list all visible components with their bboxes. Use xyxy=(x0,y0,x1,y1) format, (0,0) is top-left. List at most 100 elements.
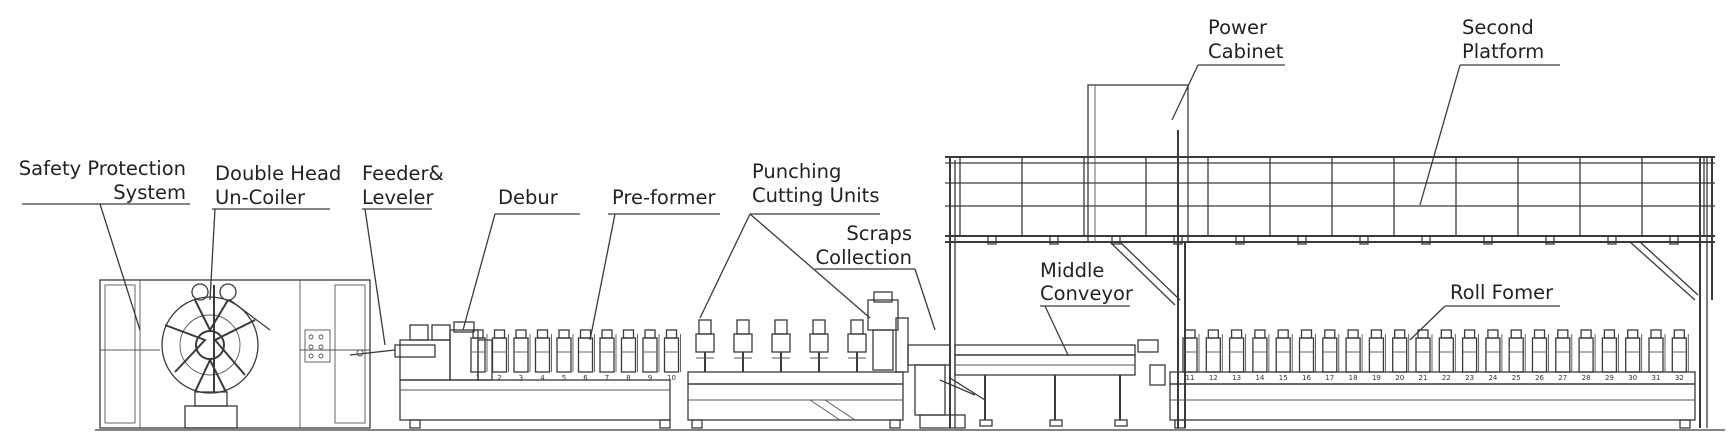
roll-stand-body xyxy=(1625,337,1641,373)
roll-stand-cap xyxy=(1254,329,1266,339)
roll-stand-body xyxy=(1392,337,1408,373)
roll-stand-body xyxy=(1252,337,1268,373)
station-number: 6 xyxy=(583,374,588,382)
roll-stand-cap xyxy=(665,329,678,339)
roll-stand: 11 xyxy=(1182,329,1200,382)
roll-stand-cap xyxy=(1184,329,1196,339)
label-safety-protection-line2: System xyxy=(113,181,186,204)
station-number: 5 xyxy=(562,374,566,382)
platform-bracket xyxy=(1049,235,1059,245)
middle-conveyor xyxy=(954,339,1166,427)
roll-stand-body xyxy=(642,337,658,373)
label-power-cabinet-line2: Cabinet xyxy=(1208,40,1284,63)
roll-stand: 13 xyxy=(1228,329,1247,382)
roll-stand-body xyxy=(1438,337,1454,373)
roll-stand-cap xyxy=(1440,329,1452,339)
roll-stand: 9 xyxy=(642,329,660,382)
roll-stand-body xyxy=(470,337,486,373)
platform-bracket xyxy=(1359,235,1369,245)
roll-stand: 3 xyxy=(513,329,531,382)
roll-stand: 10 xyxy=(663,329,681,382)
second-platform xyxy=(945,156,1715,428)
roll-stand-body xyxy=(513,337,529,373)
roll-stand-body xyxy=(577,337,594,373)
punch-head-top xyxy=(736,319,750,335)
station-number: 24 xyxy=(1488,374,1497,382)
label-uncoiler-line2: Un-Coiler xyxy=(215,186,306,209)
label-second-platform-line1: Second xyxy=(1462,16,1534,39)
roll-stand: 8 xyxy=(620,329,638,382)
roll-stand: 22 xyxy=(1438,329,1456,382)
label-roll-former: Roll Fomer xyxy=(1450,281,1554,304)
station-number: 20 xyxy=(1395,374,1404,382)
station-number: 27 xyxy=(1558,374,1567,382)
roll-stand-cap xyxy=(515,329,527,339)
roll-stand-body xyxy=(663,337,680,373)
roll-stand-body xyxy=(1485,337,1501,373)
roll-stand: 31 xyxy=(1648,329,1666,382)
roll-stand: 6 xyxy=(577,329,595,382)
platform-bracket xyxy=(1483,235,1493,245)
roll-stand-cap xyxy=(1463,329,1476,339)
roll-stand-cap xyxy=(1603,329,1616,339)
roll-stand-cap xyxy=(558,329,570,339)
station-number: 21 xyxy=(1419,374,1428,382)
scraps-collection xyxy=(907,344,986,429)
label-punching-line1: Punching xyxy=(752,160,841,183)
station-number: 7 xyxy=(605,374,609,382)
station-number: 11 xyxy=(1186,374,1195,382)
station-number: 32 xyxy=(1675,374,1684,382)
label-punching-line2: Cutting Units xyxy=(752,184,879,207)
roll-stand-cap xyxy=(1207,329,1219,339)
roll-stand-cap xyxy=(1277,329,1289,339)
punch-head xyxy=(771,319,791,372)
punching-cutting-units xyxy=(687,291,909,429)
punch-head-top xyxy=(774,319,788,335)
punch-head-top xyxy=(698,319,712,335)
roll-stand: 21 xyxy=(1415,329,1433,382)
label-safety-protection-line1: Safety Protection xyxy=(19,157,186,180)
roll-stand-cap xyxy=(1324,329,1336,339)
component-labels: Safety Protection System Double Head Un-… xyxy=(19,16,1554,305)
label-second-platform-line2: Platform xyxy=(1462,40,1544,63)
roll-stand-cap xyxy=(1300,329,1313,339)
roll-stand-body xyxy=(1671,337,1687,373)
roll-stand-cap xyxy=(536,329,549,339)
roll-stand-cap xyxy=(1510,329,1522,339)
roll-stand-cap xyxy=(644,329,656,339)
label-conveyor-line1: Middle xyxy=(1040,259,1104,282)
punch-head xyxy=(695,319,715,372)
station-number: 15 xyxy=(1279,374,1288,382)
punch-head xyxy=(733,319,753,372)
station-number: 14 xyxy=(1255,374,1264,382)
roll-stand-cap xyxy=(1487,329,1499,339)
label-conveyor-line2: Conveyor xyxy=(1040,282,1134,305)
roll-stand-body xyxy=(1298,337,1315,373)
roll-stand: 25 xyxy=(1508,329,1526,382)
roll-stand-body xyxy=(1322,337,1338,373)
station-number: 8 xyxy=(626,374,630,382)
roll-stand: 18 xyxy=(1345,329,1363,382)
station-number: 2 xyxy=(497,374,501,382)
label-feeder-line2: Leveler xyxy=(362,186,434,209)
station-number: 29 xyxy=(1605,374,1614,382)
roll-stand-body xyxy=(491,337,508,373)
roll-stand-cap xyxy=(1650,329,1662,339)
roll-stand-cap xyxy=(1370,329,1383,339)
label-scraps-line2: Collection xyxy=(816,246,912,269)
label-preformer: Pre-former xyxy=(612,186,717,209)
punch-head-body xyxy=(733,333,753,353)
roll-stand-body xyxy=(1555,337,1571,373)
platform-bracket xyxy=(1669,235,1679,245)
roll-stand: 27 xyxy=(1555,329,1573,382)
label-feeder-line1: Feeder& xyxy=(362,162,444,185)
station-number: 18 xyxy=(1349,374,1358,382)
roll-stand-body xyxy=(1205,337,1221,373)
roll-stand-body xyxy=(1182,337,1198,373)
roll-stand: 32 xyxy=(1671,329,1689,382)
roll-stand: 23 xyxy=(1461,329,1480,382)
label-scraps-line1: Scraps xyxy=(846,222,912,245)
station-number: 25 xyxy=(1512,374,1521,382)
roll-stand: 16 xyxy=(1298,329,1316,382)
station-number: 4 xyxy=(540,374,545,382)
